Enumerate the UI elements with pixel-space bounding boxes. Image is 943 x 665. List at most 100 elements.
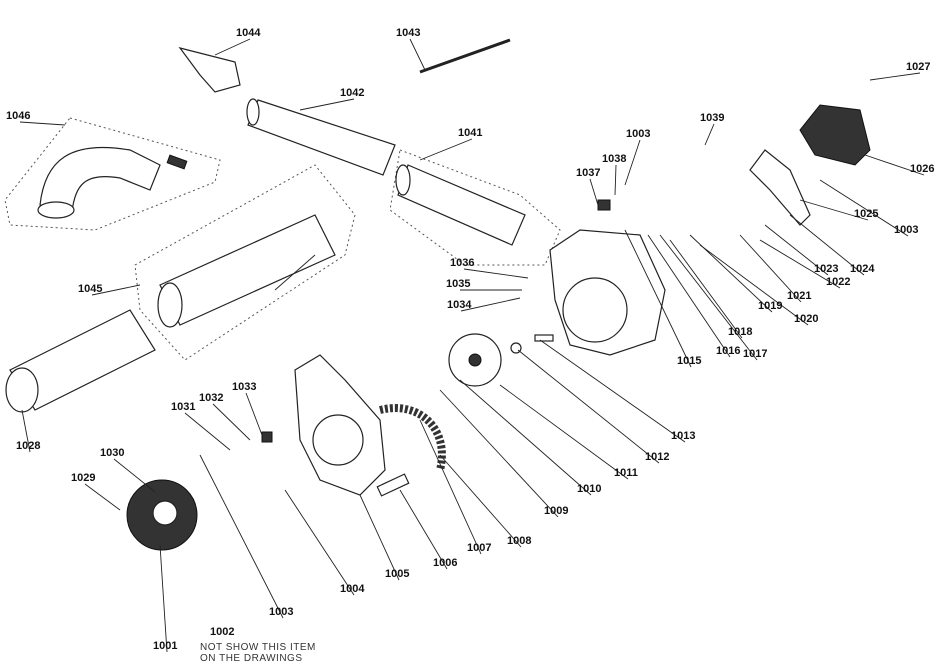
leader-line: [539, 339, 686, 443]
leader-line: [869, 72, 921, 81]
leader-line: [799, 199, 869, 221]
part-label-1032: 1032: [199, 392, 223, 404]
part-label-1007: 1007: [467, 542, 491, 554]
tube-1045: [159, 214, 336, 326]
fan-hub: [468, 353, 482, 367]
cover-1026: [799, 104, 871, 166]
part-label-1012: 1012: [645, 451, 669, 463]
part-label-1008: 1008: [507, 535, 531, 547]
leader-line: [399, 489, 448, 570]
part-label-1035: 1035: [446, 278, 470, 290]
leader-line: [159, 544, 168, 653]
leader-line: [214, 38, 251, 56]
group-outline-1045: [134, 164, 356, 361]
leader-line: [517, 349, 660, 464]
rod-1043: [419, 38, 511, 74]
housing-ring: [562, 277, 628, 343]
part-label-1026: 1026: [910, 163, 934, 175]
leader-line: [463, 268, 529, 279]
part-label-1022: 1022: [826, 276, 850, 288]
leader-line: [284, 489, 355, 596]
part-label-1013: 1013: [671, 430, 695, 442]
part-label-1003: 1003: [626, 128, 650, 140]
part-label-1004: 1004: [340, 583, 365, 595]
tube-end: [5, 367, 39, 413]
part-label-1034: 1034: [447, 299, 472, 311]
leader-line: [419, 419, 482, 555]
leader-line: [659, 234, 758, 361]
part-label-1046: 1046: [6, 110, 30, 122]
leader-line: [409, 38, 426, 71]
elbow-clip: [166, 154, 188, 170]
part-label-1017: 1017: [743, 348, 767, 360]
switch-1033: [261, 431, 273, 443]
part-label-1020: 1020: [794, 313, 818, 325]
part-label-1018: 1018: [728, 326, 752, 338]
leader-line: [245, 392, 263, 436]
leader-line: [819, 179, 909, 237]
tube-end: [395, 164, 411, 196]
part-label-1019: 1019: [758, 300, 782, 312]
part-label-1028: 1028: [16, 440, 40, 452]
leader-line: [21, 409, 31, 453]
leader-line: [184, 412, 231, 451]
part-label-1002: 1002: [210, 626, 234, 638]
part-label-1003: 1003: [269, 606, 293, 618]
part-1006: [376, 473, 410, 497]
part-label-1041: 1041: [458, 127, 482, 139]
part-label-1015: 1015: [677, 355, 701, 367]
leader-line: [689, 234, 773, 313]
tube-1042: [247, 99, 396, 176]
tube-slot: [274, 254, 316, 291]
leader-line: [699, 244, 809, 326]
leader-lines: [19, 38, 925, 653]
part-label-1045: 1045: [78, 283, 102, 295]
elbow-tube-1046: [39, 146, 161, 213]
elbow-opening: [37, 201, 75, 219]
part-label-1016: 1016: [716, 345, 740, 357]
leader-line: [460, 297, 521, 312]
flex-hose-1008: [379, 404, 446, 471]
part-label-1027: 1027: [906, 61, 930, 73]
leader-line: [113, 458, 156, 493]
part-label-1043: 1043: [396, 27, 420, 39]
leader-line: [439, 389, 559, 518]
note-line-1: NOT SHOW THIS ITEM: [200, 642, 316, 653]
part-label-1005: 1005: [385, 568, 409, 580]
handle-1025: [749, 149, 811, 226]
switch-1037: [597, 199, 611, 211]
leader-line: [419, 138, 473, 161]
leader-line: [84, 483, 121, 511]
part-label-1031: 1031: [171, 401, 195, 413]
group-outline-1046: [4, 117, 221, 231]
tube-end: [157, 282, 183, 328]
part-label-1029: 1029: [71, 472, 95, 484]
part-label-1025: 1025: [854, 208, 878, 220]
part-label-1038: 1038: [602, 153, 626, 165]
part-label-1039: 1039: [700, 112, 724, 124]
leader-line: [499, 384, 629, 480]
leader-line: [624, 139, 641, 186]
volute-ring: [312, 414, 364, 466]
leader-line: [864, 154, 925, 176]
part-label-1011: 1011: [614, 467, 638, 479]
part-label-1003: 1003: [894, 224, 918, 236]
leader-line: [589, 178, 599, 206]
leader-line: [764, 224, 829, 276]
leader-line: [739, 234, 802, 303]
leader-line: [614, 164, 617, 196]
pin-1013: [534, 334, 554, 342]
leader-line: [459, 379, 592, 496]
part-label-1021: 1021: [787, 290, 811, 302]
leader-line: [789, 214, 865, 276]
leader-line: [624, 229, 692, 368]
leader-line: [704, 123, 715, 146]
tube-1041: [397, 164, 526, 246]
cover-center: [152, 500, 178, 526]
tube-end: [246, 98, 260, 126]
part-label-1036: 1036: [450, 257, 474, 269]
part-label-1023: 1023: [814, 263, 838, 275]
